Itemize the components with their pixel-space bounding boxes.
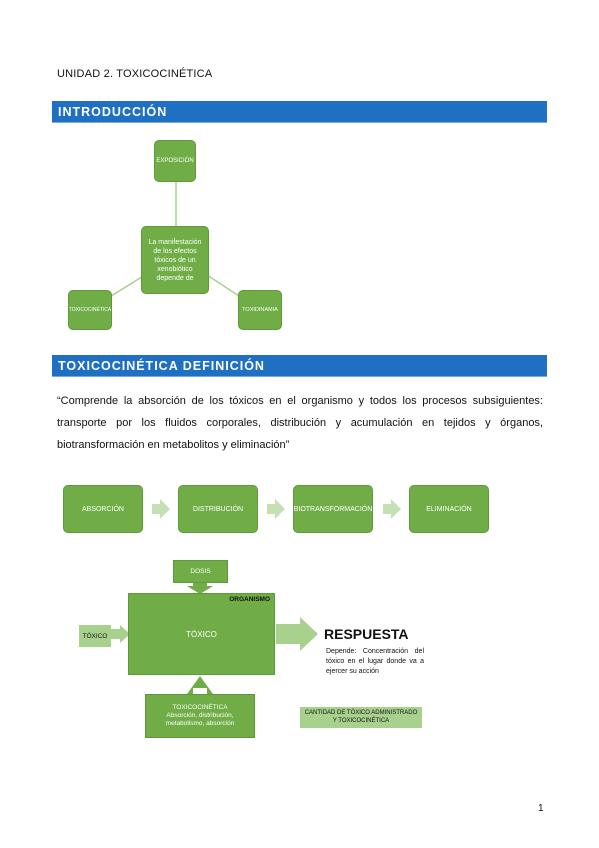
toxico-input-box: TÓXICO: [79, 625, 111, 647]
center-node: La manifestación de los efectos tóxicos …: [141, 226, 209, 294]
organismo-box: ORGANISMO TÓXICO: [128, 593, 275, 675]
process-step-absorcion: ABSORCIÓN: [63, 485, 143, 533]
definition-paragraph: “Comprende la absorción de los tóxicos e…: [57, 395, 543, 451]
process-step-eliminacion: ELIMINACIÓN: [409, 485, 489, 533]
toxicocinetica-box: TOXICOCINÉTICA Absorción, distribución, …: [145, 694, 255, 738]
unit-title: UNIDAD 2. TOXICOCINÉTICA: [57, 68, 213, 80]
page-number: 1: [538, 803, 544, 814]
toxicocinetica-node: TOXICOCINÉTICA: [68, 290, 112, 330]
section-header-introduccion: INTRODUCCIÓN: [52, 101, 547, 123]
respuesta-title: RESPUESTA: [324, 626, 409, 642]
cantidad-box: CANTIDAD DE TÓXICO ADMINISTRADO Y TOXICO…: [300, 707, 422, 728]
toxico-center-label: TÓXICO: [186, 629, 217, 639]
toxicocinetica-detail: Absorción, distribución, metabolismo, ab…: [165, 712, 235, 727]
respuesta-depende: Depende: Concentración del tóxico en el …: [326, 648, 424, 675]
organismo-label: ORGANISMO: [229, 596, 270, 603]
toxicocinetica-title: TOXICOCINÉTICA: [172, 704, 228, 711]
process-step-biotransformacion: BIOTRANSFORMACIÓN: [293, 485, 373, 533]
exposicion-node: EXPOSICIÓN: [154, 140, 196, 182]
dosis-box: DOSIS: [173, 560, 228, 583]
section-header-definicion: TOXICOCINÉTICA DEFINICIÓN: [52, 355, 547, 377]
process-step-distribucion: DISTRIBUCIÓN: [178, 485, 258, 533]
toxidinamia-node: TOXIDINAMIA: [238, 290, 282, 330]
